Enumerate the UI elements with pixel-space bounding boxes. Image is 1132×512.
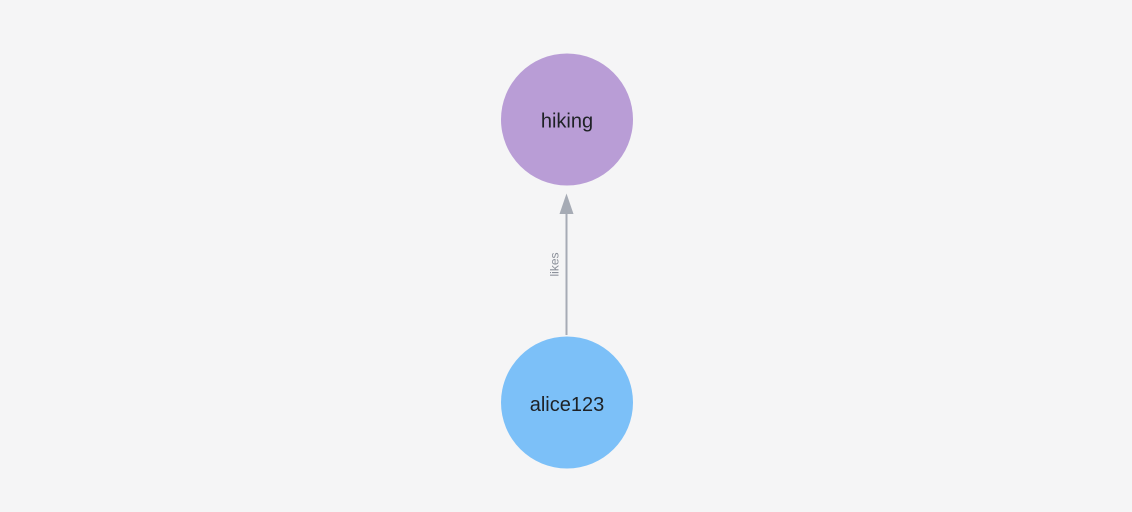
edge-label[interactable]: likes — [548, 252, 562, 276]
node-alice123-circle[interactable] — [501, 336, 633, 469]
edge-alice123-likes-hiking: likes — [548, 193, 574, 335]
node-hiking: hiking — [501, 53, 633, 186]
edge-arrowhead-icon — [559, 193, 574, 214]
node-hiking-circle[interactable] — [501, 53, 633, 186]
node-alice123: alice123 — [501, 336, 633, 469]
